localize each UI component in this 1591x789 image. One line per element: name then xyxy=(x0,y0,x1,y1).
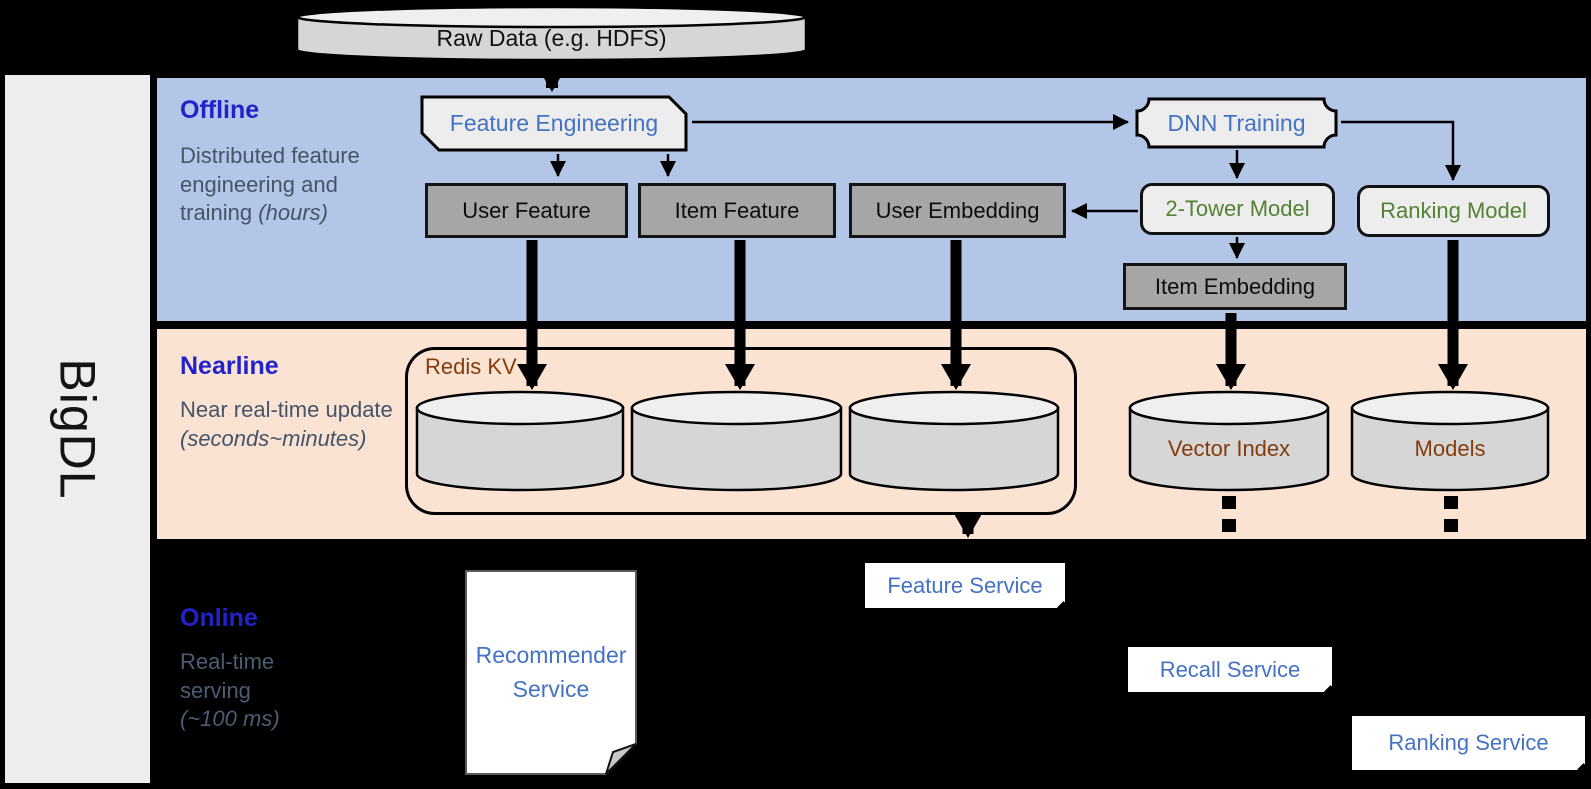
recommender-service-node: Recommender Service xyxy=(465,570,637,775)
bigdl-sidebar: BigDL xyxy=(5,75,150,783)
folded-document-shape xyxy=(465,570,637,775)
dnn-training-node: DNN Training xyxy=(1135,97,1338,149)
recommender-service-label: Recommender Service xyxy=(475,642,627,702)
models-label: Models xyxy=(1414,436,1486,461)
kv-cylinder-1 xyxy=(415,390,625,492)
user-feature-label: User Feature xyxy=(462,197,591,223)
models-cylinder: Models xyxy=(1350,390,1550,492)
online-description-italic: (~100 ms) xyxy=(180,706,280,732)
online-description-text: Real-time serving xyxy=(180,649,275,703)
bigdl-brand-label: BigDL xyxy=(49,358,106,500)
nearline-description-italic: (seconds~minutes) xyxy=(180,425,367,451)
redis-kv-label: Redis KV xyxy=(425,354,517,379)
user-embedding-label: User Embedding xyxy=(875,197,1040,223)
item-embedding-label: Item Embedding xyxy=(1154,273,1316,299)
raw-data-label: Raw Data (e.g. HDFS) xyxy=(436,25,667,51)
offline-title: Offline xyxy=(180,96,260,124)
kv-cylinder-3 xyxy=(848,390,1060,492)
vector-index-cylinder: Vector Index xyxy=(1128,390,1330,492)
ranking-model-node: Ranking Model xyxy=(1357,185,1550,237)
two-tower-model-node: 2-Tower Model xyxy=(1140,183,1335,235)
nearline-description: Near real-time update (seconds~minutes) xyxy=(180,396,398,453)
cylinder-shape xyxy=(848,390,1060,492)
cylinder-shape xyxy=(630,390,843,492)
offline-description: Distributed feature engineering and trai… xyxy=(180,142,365,228)
kv-cylinder-2 xyxy=(630,390,843,492)
item-feature-node: Item Feature xyxy=(638,183,836,238)
feature-service-node: Feature Service xyxy=(865,563,1065,608)
recall-service-node: Recall Service xyxy=(1128,647,1332,692)
feature-engineering-label: Feature Engineering xyxy=(449,110,659,136)
vector-index-label: Vector Index xyxy=(1167,436,1291,461)
feature-service-label: Feature Service xyxy=(887,572,1043,598)
online-title: Online xyxy=(180,604,258,632)
raw-data-cylinder: Raw Data (e.g. HDFS) xyxy=(295,5,808,62)
offline-description-text: Distributed feature engineering and trai… xyxy=(180,143,360,226)
plaque-shape xyxy=(1135,97,1338,149)
cylinder-shape xyxy=(295,5,808,62)
snip-rect-shape xyxy=(420,95,688,152)
two-tower-model-label: 2-Tower Model xyxy=(1165,196,1310,221)
item-feature-label: Item Feature xyxy=(674,197,800,223)
feature-engineering-node: Feature Engineering xyxy=(420,95,688,152)
dnn-training-label: DNN Training xyxy=(1167,109,1306,136)
nearline-description-text: Near real-time update xyxy=(180,397,393,422)
recall-service-label: Recall Service xyxy=(1159,656,1301,682)
ranking-service-node: Ranking Service xyxy=(1352,716,1585,770)
online-description: Real-time serving (~100 ms) xyxy=(180,648,305,734)
offline-description-italic: (hours) xyxy=(258,200,328,226)
ranking-model-label: Ranking Model xyxy=(1380,198,1527,223)
cylinder-shape xyxy=(1350,390,1550,492)
cylinder-shape xyxy=(415,390,625,492)
cylinder-shape xyxy=(1128,390,1330,492)
user-embedding-node: User Embedding xyxy=(849,183,1066,238)
item-embedding-node: Item Embedding xyxy=(1123,263,1347,310)
user-feature-node: User Feature xyxy=(425,183,628,238)
nearline-title: Nearline xyxy=(180,352,279,380)
ranking-service-label: Ranking Service xyxy=(1388,730,1549,755)
